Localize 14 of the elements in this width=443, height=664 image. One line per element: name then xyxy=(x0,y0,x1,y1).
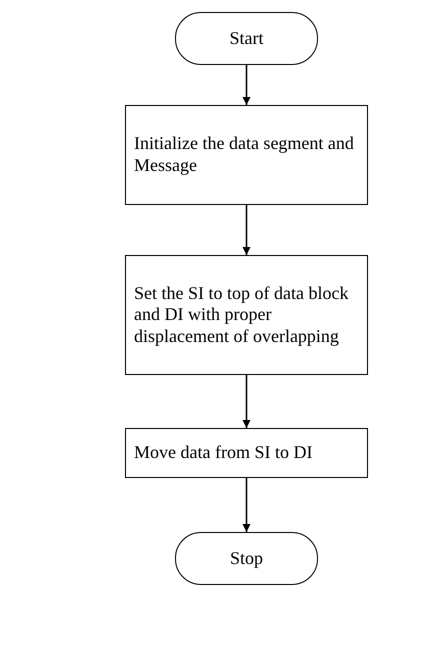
process-box xyxy=(125,105,368,205)
arrow xyxy=(242,375,250,428)
box-text: Initialize the data segment and Message xyxy=(134,133,355,177)
process-box xyxy=(125,255,368,375)
box-text: Start xyxy=(230,28,264,50)
box-text: Move data from SI to DI xyxy=(134,442,312,464)
arrow xyxy=(242,65,250,105)
terminal-box xyxy=(175,12,318,65)
box-text: Stop xyxy=(230,548,263,570)
box-text: Set the SI to top of data block and DI with proper displacement of overlapping xyxy=(134,282,350,348)
arrow xyxy=(242,205,250,255)
terminal-box xyxy=(175,532,318,585)
arrow xyxy=(242,478,250,532)
process-box xyxy=(125,428,368,478)
